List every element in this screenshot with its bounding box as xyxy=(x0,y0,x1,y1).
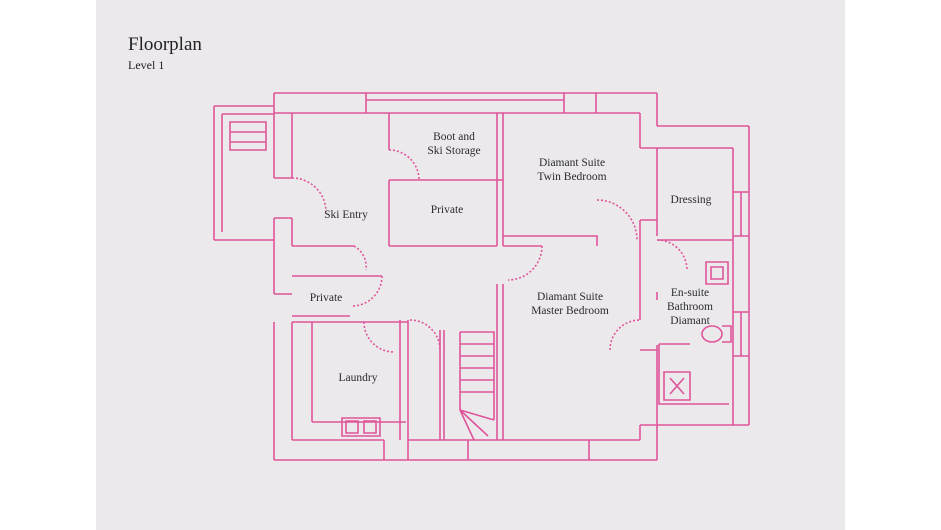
room-label-ski-entry: Ski Entry xyxy=(324,209,368,221)
room-label-boot-ski-storage: Boot and Ski Storage xyxy=(427,131,481,157)
laundry-sink xyxy=(341,417,381,437)
room-label-laundry: Laundry xyxy=(338,372,378,384)
interior-stair xyxy=(459,331,495,441)
shower xyxy=(658,343,729,405)
exterior-stair xyxy=(213,105,274,241)
room-label-en-suite: En-suite Bathroom Diamant xyxy=(667,287,713,327)
outer-wall-bottom xyxy=(274,424,749,461)
plan-subtitle: Level 1 xyxy=(128,58,165,72)
floorplan-card xyxy=(96,0,845,530)
room-label-dressing: Dressing xyxy=(670,194,712,206)
room-label-master-bedroom: Diamant Suite Master Bedroom xyxy=(531,291,609,317)
interior-walls xyxy=(292,113,733,440)
outer-wall-left xyxy=(273,93,293,460)
toilet xyxy=(701,325,732,343)
outer-wall-top xyxy=(274,92,749,149)
plan-title: Floorplan xyxy=(128,34,202,55)
room-label-private-lower: Private xyxy=(309,292,343,304)
window-top xyxy=(366,92,564,114)
room-label-private-upper: Private xyxy=(430,204,464,216)
title-block: Floorplan Level 1 xyxy=(128,34,202,72)
room-label-twin-bedroom: Diamant Suite Twin Bedroom xyxy=(537,157,607,183)
outer-wall-right xyxy=(732,126,750,425)
walls xyxy=(213,92,750,461)
sink xyxy=(705,261,729,285)
window-right xyxy=(732,192,750,356)
